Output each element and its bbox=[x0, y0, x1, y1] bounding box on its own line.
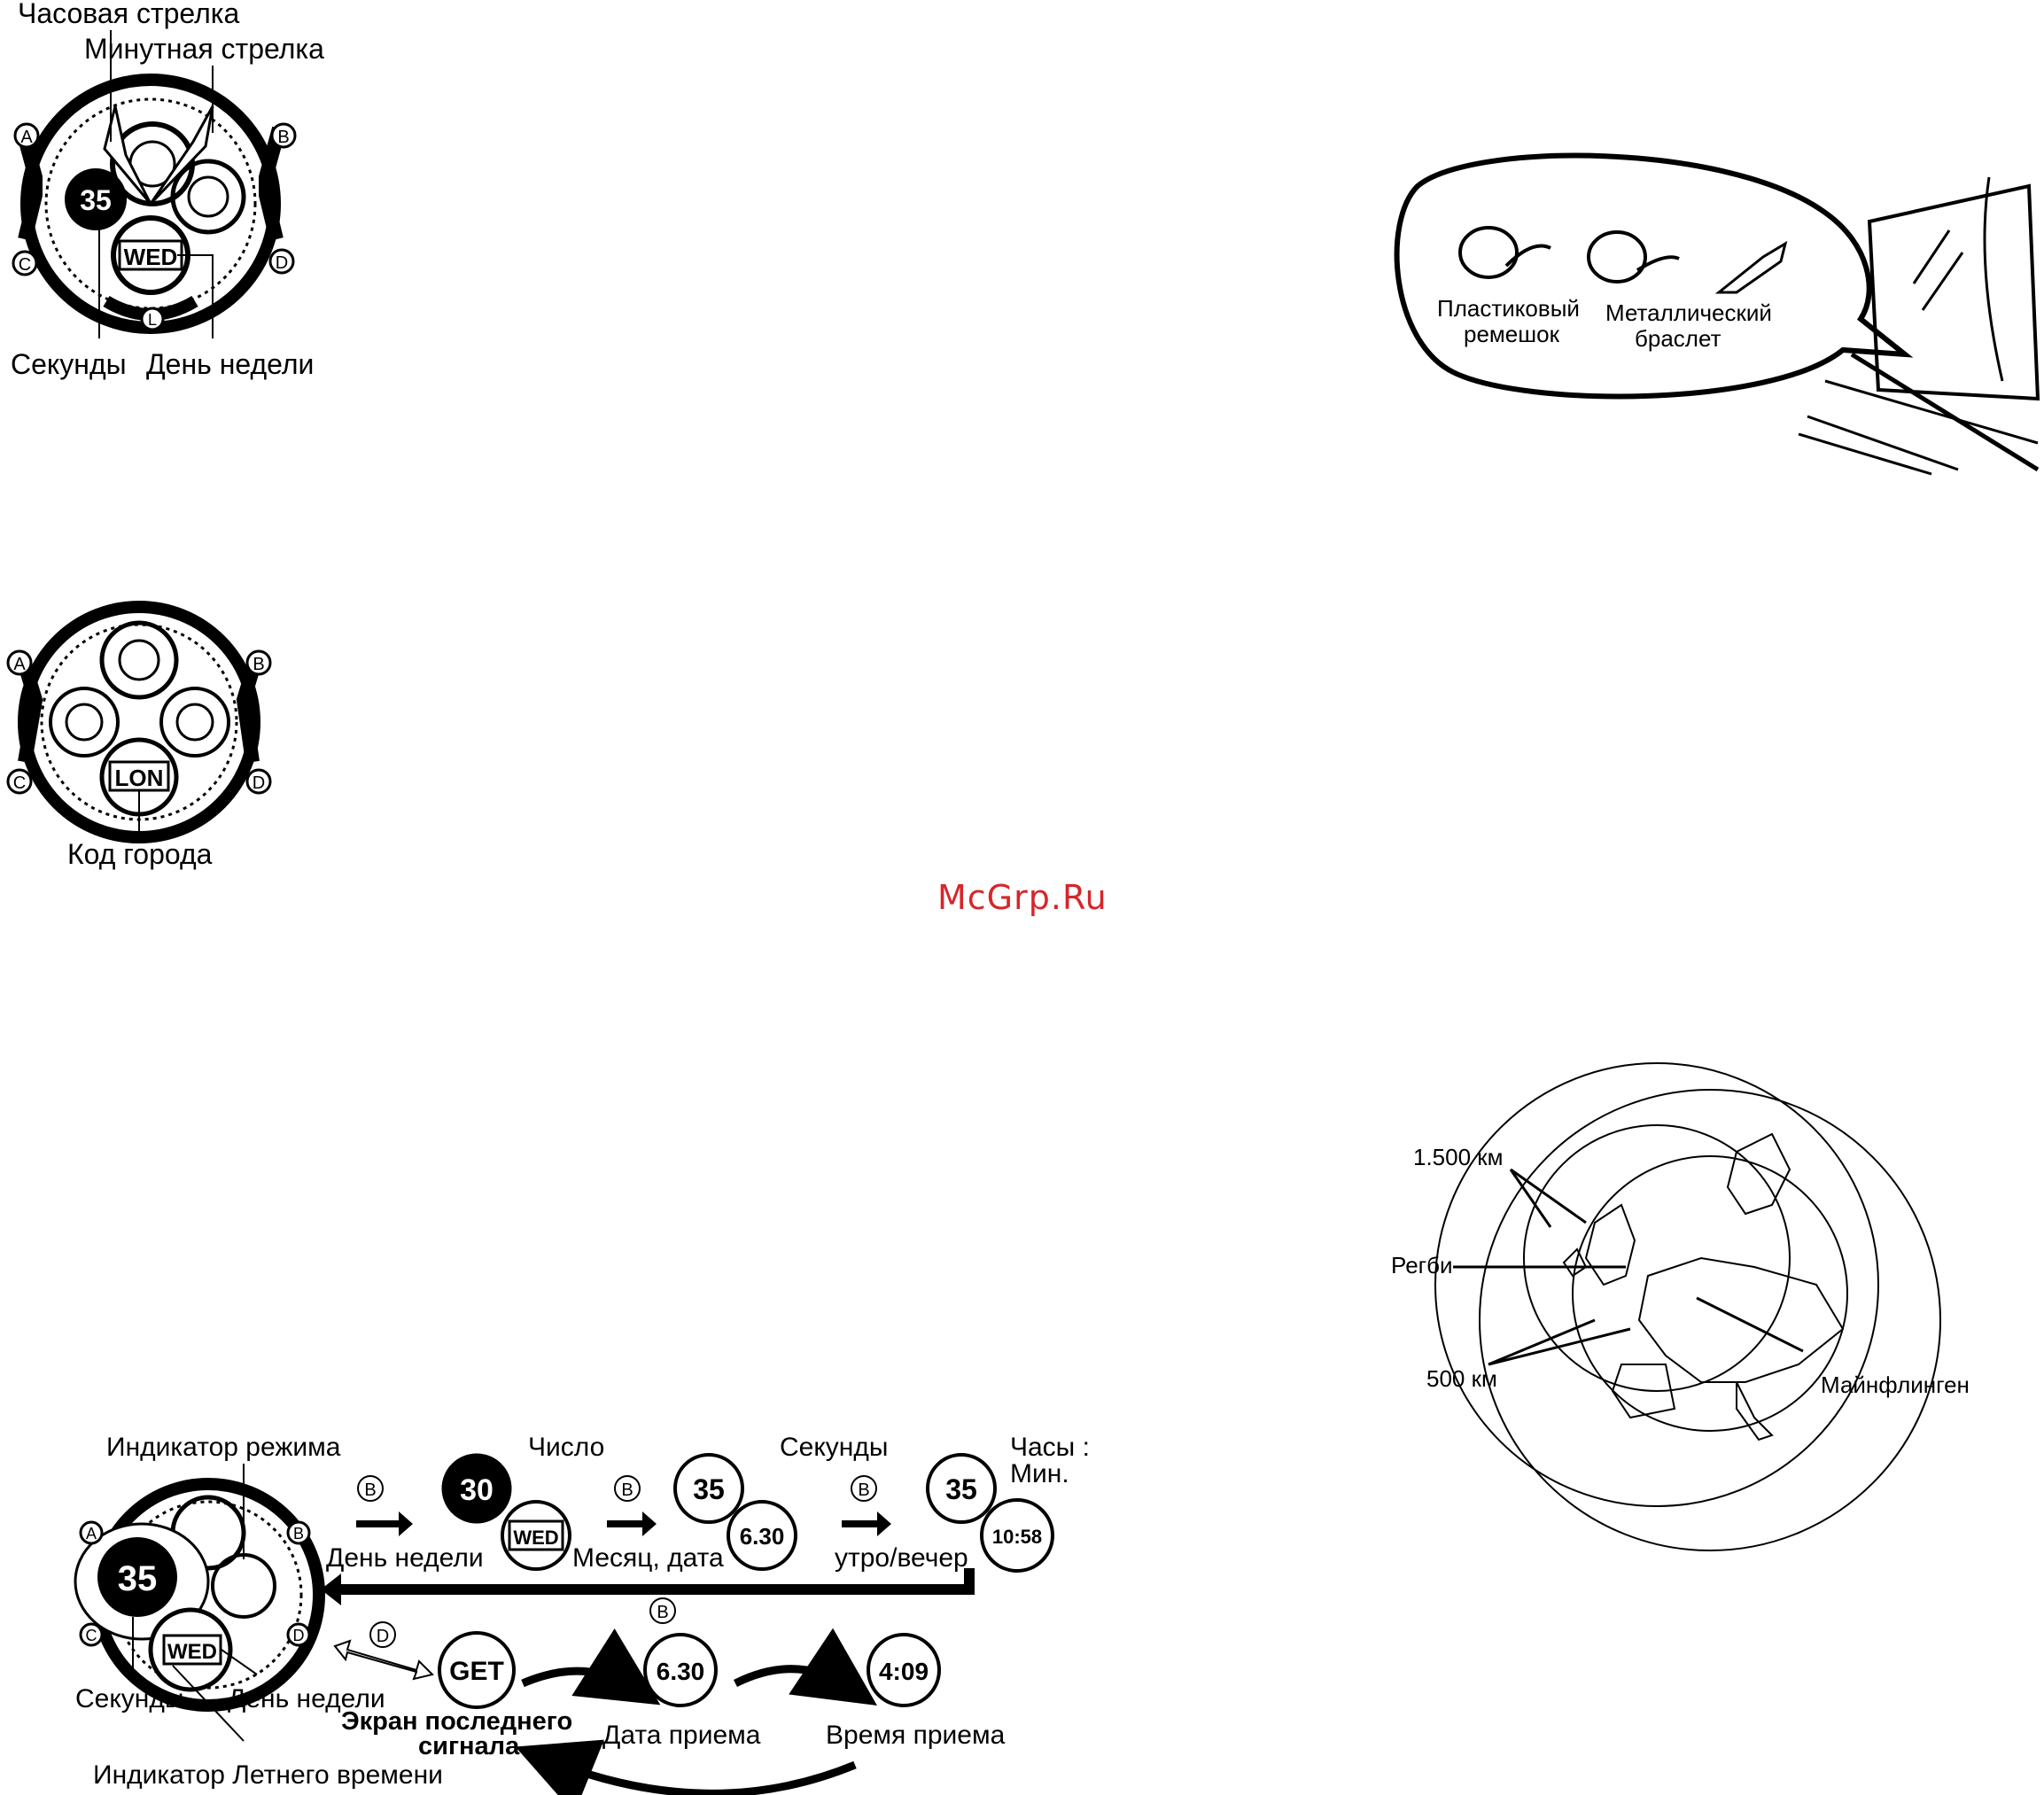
flow-date-display: 6.30 bbox=[740, 1523, 785, 1550]
map-scandinavia bbox=[1726, 1132, 1791, 1216]
watch1-btn-b: B bbox=[277, 128, 289, 147]
watch1-day-value: WED bbox=[124, 244, 178, 270]
curve-arrow-2 bbox=[733, 1628, 877, 1706]
watch2-btn-d: D bbox=[253, 773, 265, 793]
minute-hand-label: Минутная стрелка bbox=[84, 33, 324, 65]
flow-btn-a: A bbox=[86, 1525, 97, 1542]
hour-hand-label: Часовая стрелка bbox=[18, 0, 240, 29]
flow-main-day: WED bbox=[167, 1640, 217, 1664]
watch1-btn-d: D bbox=[276, 253, 288, 273]
metal-line2: браслет bbox=[1635, 325, 1721, 352]
flow-get-display: GET bbox=[449, 1657, 504, 1686]
watch-diagram-1: Часовая стрелка Минутная стрелка 35 WED … bbox=[11, 0, 324, 380]
watch-diagram-2: LON A B C D Код города bbox=[6, 601, 272, 870]
watch-lying bbox=[1714, 240, 1788, 294]
mainflingen-1500km-circle bbox=[1479, 1089, 1941, 1551]
mode-indicator-label: Индикатор режима bbox=[106, 1433, 341, 1462]
watch2-btn-c: C bbox=[13, 773, 26, 793]
flow-weekday-left: День недели bbox=[228, 1684, 385, 1713]
watch2-city-value: LON bbox=[115, 765, 164, 791]
number-label: Число bbox=[528, 1433, 604, 1462]
watch2-btn-b: B bbox=[253, 655, 264, 674]
coverage-map: 1.500 км Регби 500 км Майнфлинген bbox=[1391, 1062, 1970, 1551]
recv-time-label: Время приема bbox=[826, 1721, 1006, 1750]
flow-b2: B bbox=[621, 1480, 633, 1500]
plastic-line1: Пластиковый bbox=[1437, 295, 1580, 322]
flow-btn-c: C bbox=[86, 1627, 97, 1644]
watch1-btn-l: L bbox=[148, 311, 157, 329]
curve-arrow-return bbox=[515, 1739, 857, 1795]
flow-number-display: 30 bbox=[460, 1473, 494, 1507]
flow-recv-time-display: 4:09 bbox=[879, 1658, 929, 1685]
watch1-hour-hand bbox=[103, 105, 152, 205]
flow-b4: B bbox=[657, 1603, 668, 1622]
city-code-label: Код города bbox=[67, 838, 213, 870]
km1500-label: 1.500 км bbox=[1413, 1144, 1504, 1170]
curve-arrow-1 bbox=[521, 1628, 661, 1706]
return-arrow bbox=[321, 1568, 975, 1605]
km500-label: 500 км bbox=[1426, 1365, 1497, 1392]
map-italy bbox=[1736, 1381, 1774, 1441]
window-frame bbox=[1867, 183, 2040, 401]
watch1-seconds-value: 35 bbox=[80, 184, 112, 216]
watch1-seconds-display bbox=[65, 168, 127, 230]
flow-btn-b: B bbox=[293, 1525, 304, 1542]
weekday-mid-label: День недели bbox=[326, 1543, 484, 1573]
hours-min-1: Часы : bbox=[1010, 1433, 1090, 1462]
mainflingen-500km-circle bbox=[1572, 1155, 1848, 1432]
rugby-500km-circle bbox=[1523, 1124, 1791, 1392]
last-signal-1: Экран последнего bbox=[341, 1707, 572, 1736]
flow-btn-d: D bbox=[293, 1627, 305, 1644]
recv-date-label: Дата приема bbox=[602, 1721, 761, 1750]
flow-seconds-left: Секунды bbox=[75, 1684, 183, 1713]
d-double-arrow bbox=[333, 1639, 434, 1681]
seconds-label-1: Секунды bbox=[11, 348, 127, 380]
plastic-strap-watch bbox=[1458, 226, 1519, 279]
weekday-label-1: День недели bbox=[146, 348, 314, 380]
band-illustration: Пластиковый ремешок Металлический брасле… bbox=[1394, 152, 2040, 476]
hours-min-2: Мин. bbox=[1010, 1459, 1069, 1488]
mainflingen-label: Майнфлинген bbox=[1821, 1372, 1970, 1398]
flow-main-seconds: 35 bbox=[118, 1559, 158, 1598]
dst-indicator-label: Индикатор Летнего времени bbox=[93, 1760, 443, 1790]
seconds-top-label: Секунды bbox=[780, 1433, 888, 1462]
flow-d: D bbox=[377, 1627, 389, 1646]
flow-time-display: 10:58 bbox=[992, 1526, 1042, 1548]
last-signal-2: сигнала bbox=[418, 1732, 520, 1760]
rugby-1500km-circle bbox=[1434, 1062, 1879, 1507]
metal-bracelet-watch bbox=[1587, 230, 1647, 284]
watch1-right-subdial bbox=[170, 159, 246, 235]
month-date-label: Месяц, дата bbox=[572, 1543, 724, 1573]
flow-b3: B bbox=[858, 1480, 869, 1500]
plastic-line2: ремешок bbox=[1464, 321, 1560, 347]
map-continent bbox=[1637, 1256, 1845, 1383]
speech-bubble bbox=[1394, 152, 1914, 400]
metal-line1: Металлический bbox=[1605, 299, 1772, 326]
watch1-dial-ticks bbox=[44, 97, 257, 310]
watch1-btn-c: C bbox=[19, 255, 31, 275]
rugby-label: Регби bbox=[1391, 1252, 1453, 1278]
watch2-btn-a: A bbox=[13, 655, 26, 674]
watch1-btn-a: A bbox=[20, 128, 33, 147]
ampm-label: утро/вечер bbox=[835, 1543, 968, 1573]
flow-seconds-display: 35 bbox=[693, 1473, 725, 1505]
mode-flow-diagram: Индикатор режима 35 WED A B C D Секунды … bbox=[74, 1433, 1090, 1795]
map-iberia bbox=[1611, 1364, 1676, 1419]
map-uk bbox=[1584, 1203, 1636, 1286]
watermark: McGrp.Ru bbox=[937, 878, 1107, 917]
flow-recv-date-display: 6.30 bbox=[657, 1658, 705, 1685]
flow-seconds-display-3: 35 bbox=[945, 1473, 977, 1505]
flow-weekday-display: WED bbox=[513, 1527, 558, 1549]
flow-b1: B bbox=[364, 1480, 376, 1500]
